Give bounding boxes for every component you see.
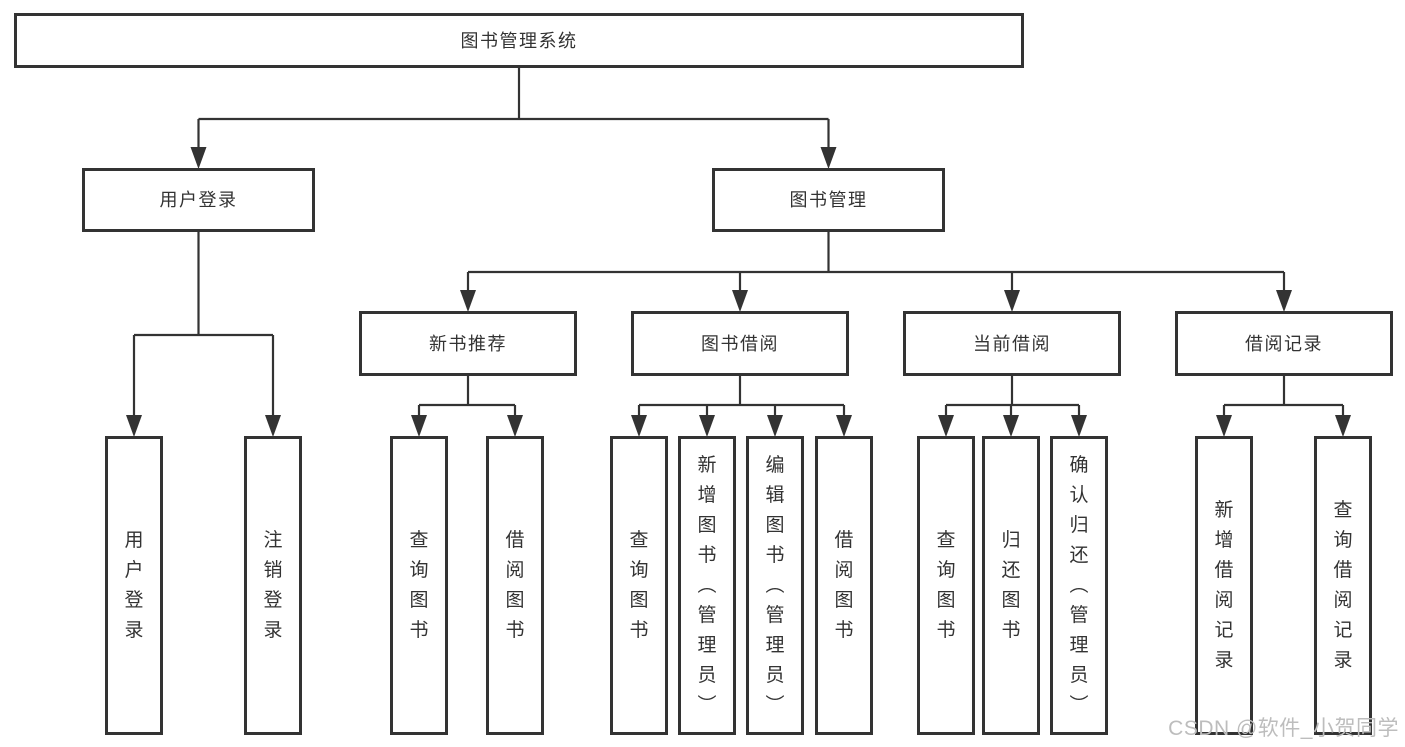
node-leaf-add-book: 新增图书︵管理员︶ [678,436,736,735]
watermark: CSDN @软件_小贺同学 [1168,717,1399,740]
connector-user-login [126,232,281,437]
arrowhead [1276,290,1292,312]
arrowhead [732,290,748,312]
node-label: 图书管理系统 [460,30,578,51]
arrowhead [1335,415,1351,437]
arrowhead [1003,415,1019,437]
node-label: 查询图书 [629,529,649,641]
node-leaf-borrow-book-1: 借阅图书 [486,436,544,735]
arrowhead [411,415,427,437]
node-root: 图书管理系统 [14,13,1024,68]
connector-new-book-rec [411,376,523,437]
connector-current-borrow [938,376,1087,437]
connector-root [190,68,837,169]
node-leaf-query-book-3: 查询图书 [917,436,975,735]
node-book-borrow: 图书借阅 [631,311,849,376]
node-leaf-logout: 注销登录 [244,436,302,735]
node-label: 图书管理 [789,190,868,210]
node-label: 查询图书 [409,529,429,641]
node-label: 查询借阅记录 [1333,499,1353,671]
node-leaf-query-book-1: 查询图书 [390,436,448,735]
node-label: 图书借阅 [701,333,779,354]
node-label: 确认归还︵管理员︶ [1069,454,1089,716]
node-label: 新增借阅记录 [1214,499,1234,671]
node-label: 新增图书︵管理员︶ [697,454,717,716]
node-leaf-return-book: 归还图书 [982,436,1040,735]
node-label: 借阅图书 [834,529,854,641]
node-leaf-query-record: 查询借阅记录 [1314,436,1372,735]
node-borrow-records: 借阅记录 [1175,311,1393,376]
node-leaf-confirm-return: 确认归还︵管理员︶ [1050,436,1108,735]
node-leaf-borrow-book-2: 借阅图书 [815,436,873,735]
arrowhead [1071,415,1087,437]
arrowhead [836,415,852,437]
node-label: 注销登录 [263,529,283,641]
node-new-book-rec: 新书推荐 [359,311,577,376]
arrowhead [265,415,281,437]
arrowhead [938,415,954,437]
node-leaf-query-book-2: 查询图书 [610,436,668,735]
arrowhead [190,147,207,169]
node-label: 归还图书 [1001,529,1021,641]
arrowhead [1004,290,1020,312]
node-label: 查询图书 [936,529,956,641]
arrowhead [767,415,783,437]
node-current-borrow: 当前借阅 [903,311,1121,376]
connector-borrow-records [1216,376,1351,437]
arrowhead [460,290,476,312]
arrowhead [820,147,837,169]
connector-book-borrow [631,376,852,437]
node-label: 借阅图书 [505,529,525,641]
arrowhead [631,415,647,437]
node-label: 用户登录 [124,529,144,641]
arrowhead [507,415,523,437]
node-label: 用户登录 [159,190,238,210]
node-user-login: 用户登录 [82,168,315,232]
node-leaf-add-record: 新增借阅记录 [1195,436,1253,735]
node-leaf-user-login: 用户登录 [105,436,163,735]
arrowhead [699,415,715,437]
arrowhead [1216,415,1232,437]
arrowhead [126,415,142,437]
connector-book-mgmt [460,232,1292,312]
node-leaf-edit-book: 编辑图书︵管理员︶ [746,436,804,735]
node-book-mgmt: 图书管理 [712,168,945,232]
node-label: 当前借阅 [973,333,1051,354]
node-label: 新书推荐 [429,333,507,354]
node-label: 借阅记录 [1245,333,1323,354]
node-label: 编辑图书︵管理员︶ [765,454,785,716]
